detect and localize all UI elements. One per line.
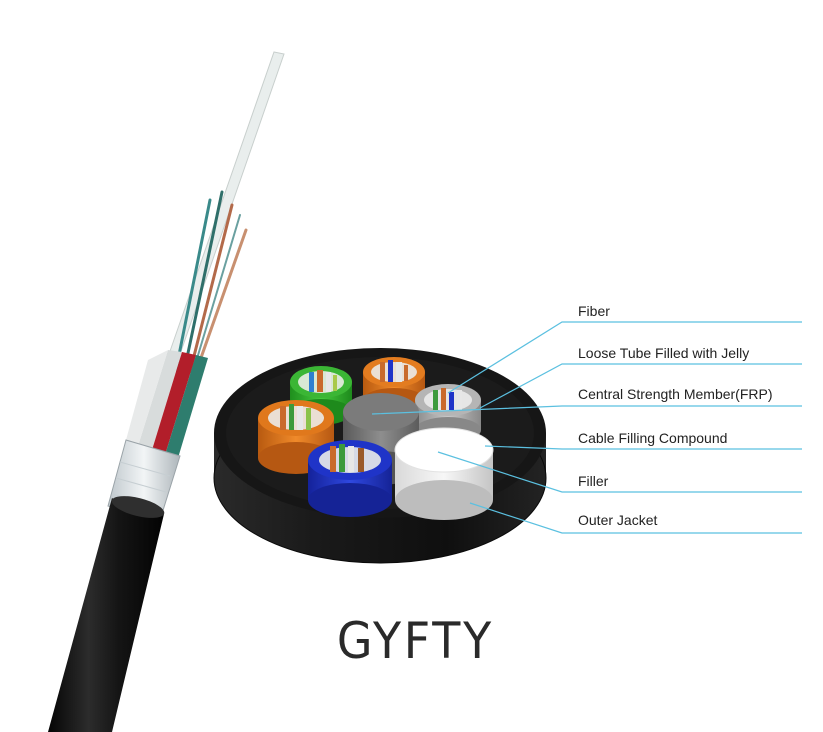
label-filler: Filler (578, 473, 609, 489)
leader-line-filler (437, 451, 802, 493)
leader-lines (371, 321, 802, 534)
label-loose-tube: Loose Tube Filled with Jelly (578, 345, 750, 361)
leader-line-fiber (447, 321, 802, 394)
diagram-title: GYFTY (0, 612, 823, 670)
cable-outer-jacket (48, 498, 164, 732)
filler-rod (394, 427, 494, 520)
label-fiber: Fiber (578, 303, 610, 319)
label-cable-filling-compound: Cable Filling Compound (578, 430, 728, 446)
leader-line-cable-filling-compound (484, 445, 802, 450)
stripped-cable-illustration (48, 51, 285, 732)
leader-line-loose-tube (479, 363, 802, 409)
label-outer-jacket: Outer Jacket (578, 512, 658, 528)
loose-tube-blue (308, 440, 392, 517)
fiber-strands (174, 190, 248, 374)
leader-line-outer-jacket (469, 502, 802, 534)
loose-tubes-exiting (126, 350, 208, 458)
cable-cross-section (213, 348, 547, 564)
central-member-strand (167, 51, 285, 361)
leader-line-central-strength-member (371, 405, 802, 415)
diagram-title-text: GYFTY (336, 612, 495, 670)
label-central-strength-member: Central Strength Member(FRP) (578, 386, 773, 402)
